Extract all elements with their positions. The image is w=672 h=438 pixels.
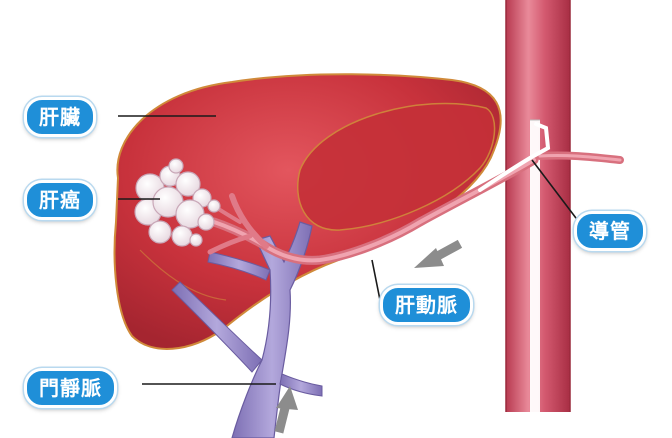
label-liver-cancer: 肝癌 — [24, 180, 96, 220]
aorta — [506, 0, 570, 412]
label-catheter: 導管 — [574, 211, 646, 251]
label-liver: 肝臟 — [24, 97, 96, 137]
label-portal-vein: 門靜脈 — [24, 368, 117, 408]
label-hepatic-artery: 肝動脈 — [380, 285, 473, 325]
flow-arrow-icon — [414, 246, 456, 268]
leader-line-hepatic-artery — [372, 260, 380, 300]
